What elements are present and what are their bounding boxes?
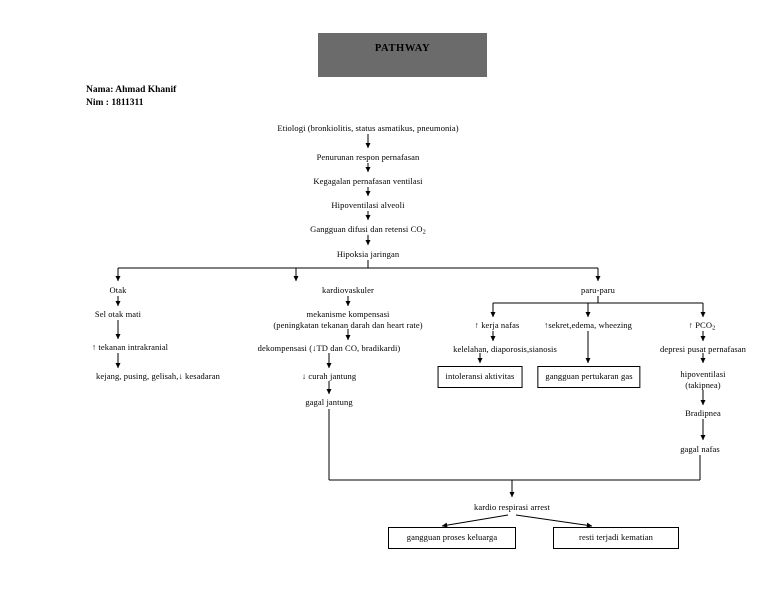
student-name: Nama: Ahmad Khanif <box>86 85 177 95</box>
node-gejala-neurologis: kejang, pusing, gelisah,↓ kesadaran <box>96 371 220 381</box>
node-pco2: ↑ PCO2 <box>689 320 716 334</box>
node-mekanisme-line1: mekanisme kompensasi <box>306 309 390 319</box>
node-hipoventilasi-line2: (takipnea) <box>685 380 721 390</box>
node-intoleransi-aktivitas: intoleransi aktivitas <box>437 366 523 388</box>
node-paru-paru: paru-paru <box>581 285 615 295</box>
node-kelelahan-diaporosis-sianosis: kelelahan, diaporosis,sianosis <box>453 344 557 354</box>
node-mekanisme-line2: (peningkatan tekanan darah dan heart rat… <box>273 320 423 330</box>
node-kardio-respirasi-arrest: kardio respirasi arrest <box>474 502 550 512</box>
node-kegagalan-ventilasi: Kegagalan pernafasan ventilasi <box>313 176 423 186</box>
node-gangguan-difusi: Gangguan difusi dan retensi CO2 <box>310 224 426 238</box>
node-sel-otak-mati: Sel otak mati <box>94 309 142 319</box>
node-tekanan-intrakranial: ↑ tekanan intrakranial <box>91 342 169 352</box>
node-gangguan-difusi-subscript: 2 <box>422 228 426 236</box>
node-gagal-jantung: gagal jantung <box>305 397 353 407</box>
edge-arrest-to-gangguan-keluarga <box>441 514 509 528</box>
node-hipoventilasi-line1: hipoventilasi <box>680 369 726 379</box>
node-etiologi: Etiologi (bronkiolitis, status asmatikus… <box>277 123 459 133</box>
node-penurunan-respon: Penurunan respon pernafasan <box>316 152 420 162</box>
node-gangguan-proses-keluarga: gangguan proses keluarga <box>388 527 516 549</box>
node-kerja-nafas: ↑ kerja nafas <box>474 320 520 330</box>
node-hipoventilasi-alveoli: Hipoventilasi alveoli <box>331 200 405 210</box>
node-depresi-pusat-pernafasan: depresi pusat pernafasan <box>660 344 746 354</box>
node-bradipnea: Bradipnea <box>685 408 721 418</box>
title-banner-label: PATHWAY <box>374 43 431 54</box>
node-pco2-subscript: 2 <box>712 324 716 332</box>
title-banner-background <box>318 33 487 77</box>
node-otak: Otak <box>109 285 127 295</box>
node-gagal-nafas: gagal nafas <box>680 444 720 454</box>
node-sekret-edema-wheezing: ↑sekret,edema, wheezing <box>544 320 632 330</box>
node-gangguan-difusi-text: Gangguan difusi dan retensi CO <box>310 224 423 234</box>
node-dekompensasi: dekompensasi (↓TD dan CO, bradikardi) <box>257 343 401 353</box>
student-id: Nim : 1811311 <box>86 98 144 108</box>
student-info-block: Nama: Ahmad Khanif Nim : 1811311 <box>86 84 176 110</box>
node-pco2-text: ↑ PCO <box>688 320 713 330</box>
node-gangguan-pertukaran-gas: gangguan pertukaran gas <box>537 366 641 388</box>
node-curah-jantung: ↓ curah jantung <box>301 371 357 381</box>
node-kardiovaskuler: kardiovaskuler <box>322 285 374 295</box>
node-mekanisme-kompensasi: mekanisme kompensasi (peningkatan tekana… <box>273 309 422 331</box>
node-resti-terjadi-kematian: resti terjadi kematian <box>553 527 679 549</box>
node-hipoksia-jaringan: Hipoksia jaringan <box>336 249 400 259</box>
edge-arrest-to-resti-kematian <box>515 514 593 528</box>
node-hipoventilasi-takipnea: hipoventilasi (takipnea) <box>680 369 725 391</box>
